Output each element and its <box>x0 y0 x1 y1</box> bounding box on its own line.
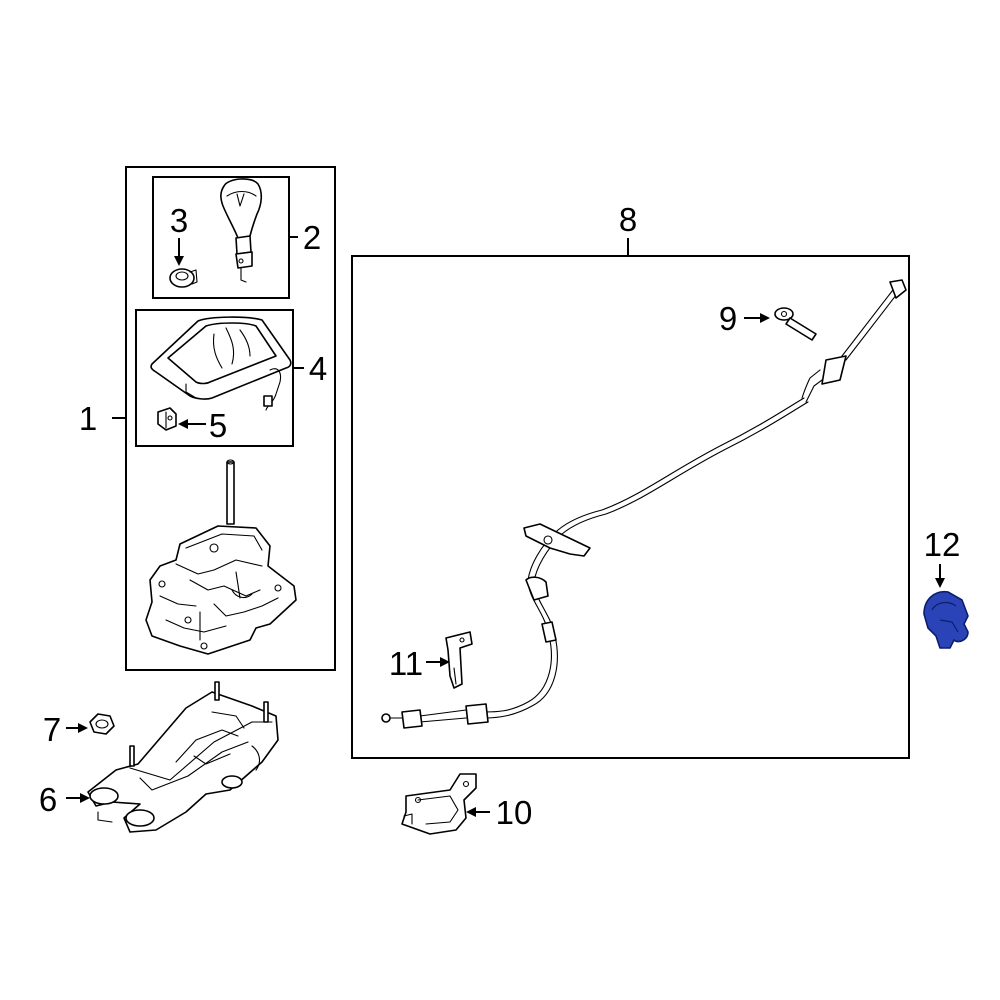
arrow-5-head <box>178 419 188 429</box>
callout-4: 4 <box>309 350 327 387</box>
arrow-7-head <box>78 723 88 733</box>
bushing-part <box>169 268 198 288</box>
arrow-11-head <box>440 657 450 667</box>
callout-1: 1 <box>79 400 97 437</box>
arrow-9-head <box>760 313 770 323</box>
arrow-10-head <box>466 807 476 817</box>
arrow-6-head <box>80 793 90 803</box>
callout-6: 6 <box>39 781 57 818</box>
callout-7: 7 <box>43 711 61 748</box>
highlighted-part-12 <box>923 590 969 649</box>
shift-bezel-part <box>150 316 292 411</box>
callout-5: 5 <box>209 407 227 444</box>
shift-knob-part <box>220 178 263 283</box>
callout-10: 10 <box>496 794 533 831</box>
arrow-3-head <box>174 256 184 266</box>
callout-labels: 1 2 3 4 5 6 7 8 9 10 11 12 <box>39 201 961 831</box>
bracket-part <box>401 773 477 835</box>
callout-12: 12 <box>924 526 961 563</box>
nut-part <box>89 713 115 735</box>
shift-cable-part <box>381 279 907 729</box>
callout-3: 3 <box>170 202 188 239</box>
callout-9: 9 <box>719 300 737 337</box>
assembly-box-8 <box>351 255 910 759</box>
base-bracket-part <box>87 681 279 833</box>
arrow-12-head <box>935 578 945 588</box>
retaining-clip-part <box>774 307 817 341</box>
shifter-assembly-part <box>145 459 297 655</box>
callout-11: 11 <box>389 645 423 682</box>
leader-lines <box>66 236 945 817</box>
callout-2: 2 <box>303 219 321 256</box>
clip-part <box>157 407 177 431</box>
cable-bracket-part <box>445 631 473 689</box>
callout-8: 8 <box>619 201 637 238</box>
assembly-box-4 <box>135 309 294 447</box>
